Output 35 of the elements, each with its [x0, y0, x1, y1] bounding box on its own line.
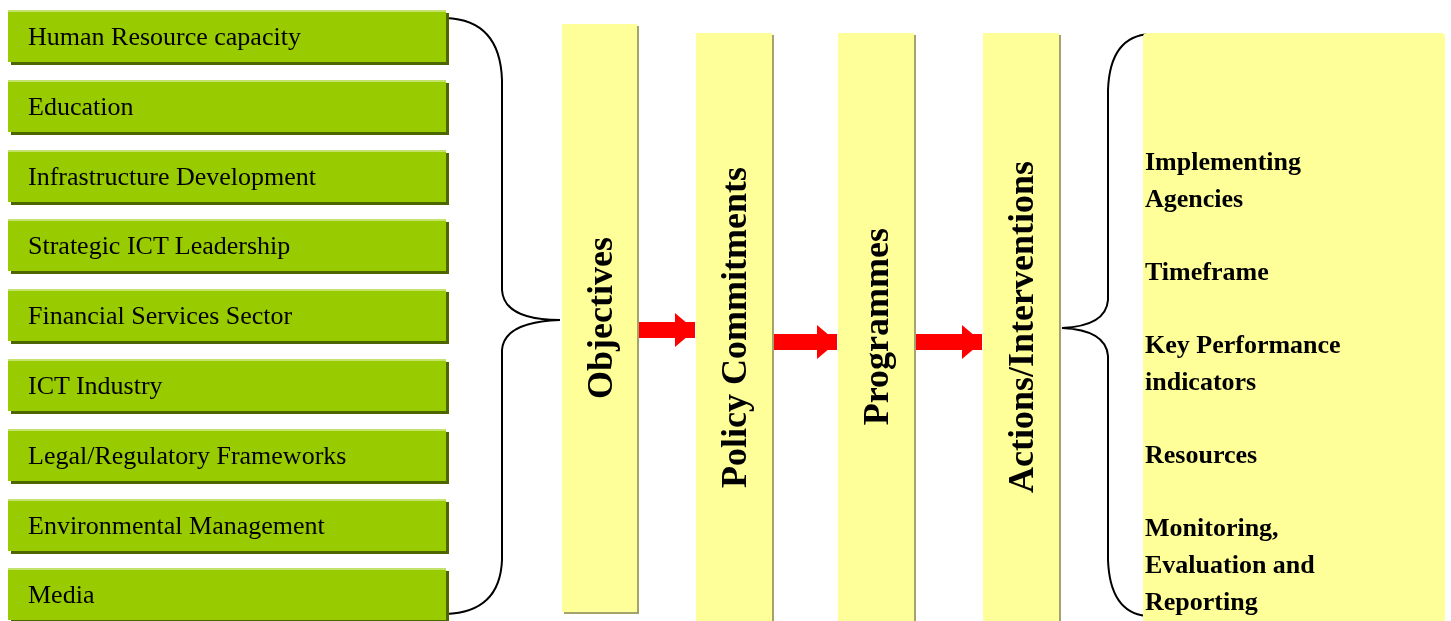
category-label: Legal/Regulatory Frameworks — [28, 440, 347, 471]
category-label: ICT Industry — [28, 371, 163, 401]
stage-column — [983, 33, 1059, 621]
detail-item: Monitoring, Evaluation and Reporting — [1145, 512, 1316, 618]
details-panel — [1143, 33, 1445, 621]
category-box — [8, 498, 446, 551]
category-label: Media — [28, 580, 95, 611]
stage-column — [562, 24, 637, 612]
category-label: Financial Services Sector — [28, 301, 293, 332]
category-box — [8, 289, 446, 342]
stage-column — [838, 33, 914, 621]
category-label: Education — [28, 91, 134, 122]
stage-label: Actions/Interventions — [1000, 161, 1042, 493]
stage-label: Programmes — [855, 228, 897, 426]
category-box — [8, 10, 446, 62]
category-box — [8, 359, 446, 411]
block-arrow — [639, 313, 695, 347]
detail-item: Implementing Agencies — [1145, 146, 1302, 215]
category-box — [8, 219, 446, 272]
category-label: Infrastructure Development — [28, 161, 317, 192]
stage-column — [696, 33, 772, 621]
category-label: Human Resource capacity — [28, 22, 301, 52]
category-box — [8, 428, 446, 481]
block-arrow — [774, 325, 837, 359]
category-box — [8, 568, 446, 621]
category-label: Strategic ICT Leadership — [28, 231, 291, 262]
detail-item: Resources — [1145, 439, 1258, 471]
category-label: Environmental Management — [28, 510, 325, 541]
category-box — [8, 149, 446, 202]
block-arrow — [916, 325, 982, 359]
stage-label: Policy Commitments — [713, 166, 755, 488]
stage-label: Objectives — [578, 237, 621, 399]
category-box — [8, 79, 446, 132]
detail-item: Key Performance indicators — [1145, 329, 1342, 398]
detail-item: Timeframe — [1145, 256, 1269, 288]
